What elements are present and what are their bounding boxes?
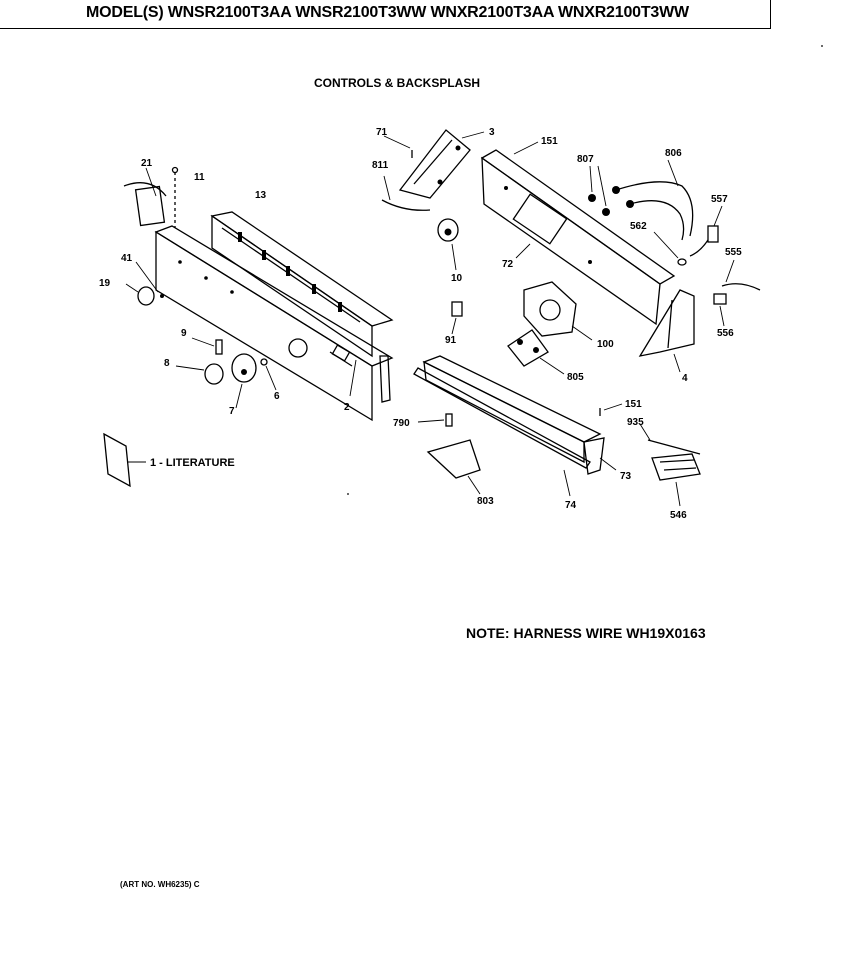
callout-41: 41 — [121, 253, 133, 264]
stray-mark — [821, 45, 823, 47]
part-790-clip — [417, 413, 453, 427]
model-list: MODEL(S) WNSR2100T3AA WNSR2100T3WW WNXR2… — [86, 4, 689, 21]
callout-10: 10 — [451, 273, 463, 284]
callout-literature: 1 - LITERATURE — [150, 457, 235, 469]
part-805-switch — [507, 329, 565, 375]
callout-151-top: 151 — [541, 136, 558, 147]
callout-71: 71 — [376, 127, 388, 138]
part-73-channel — [422, 355, 617, 475]
part-7-dial — [231, 353, 257, 409]
part-12-clip — [331, 344, 351, 362]
callout-3: 3 — [489, 127, 495, 138]
part-10-pressure-switch — [437, 218, 459, 271]
callout-72: 72 — [502, 259, 514, 270]
callout-805: 805 — [567, 372, 584, 383]
part-806-hose — [612, 159, 694, 241]
stray-mark — [347, 493, 349, 495]
part-807-grommet — [588, 165, 610, 216]
part-11-screw — [171, 166, 179, 228]
callout-807: 807 — [577, 154, 594, 165]
harness-note: NOTE: HARNESS WIRE WH19X0163 — [466, 625, 706, 641]
part-803-bracket — [426, 439, 481, 495]
header-frame: MODEL(S) WNSR2100T3AA WNSR2100T3WW WNXR2… — [0, 0, 771, 29]
callout-557: 557 — [711, 194, 728, 205]
callout-546: 546 — [670, 510, 687, 521]
part-3-bracket — [398, 129, 485, 199]
part-555-wire — [721, 259, 761, 291]
callout-7: 7 — [229, 406, 235, 417]
callout-803: 803 — [477, 496, 494, 507]
callout-74: 74 — [565, 500, 577, 511]
part-100-timer — [523, 281, 593, 341]
part-21-switch — [123, 167, 167, 227]
part-4-support — [638, 289, 695, 373]
part-72-backsplash — [480, 141, 676, 326]
part-562-clamp — [653, 231, 687, 266]
art-number: (ART NO. WH6235) C — [120, 880, 200, 889]
callout-562: 562 — [630, 221, 647, 232]
callout-4: 4 — [682, 373, 688, 384]
callout-811: 811 — [372, 160, 389, 171]
callout-11: 11 — [194, 172, 205, 183]
part-546-connector — [651, 453, 701, 507]
callout-555: 555 — [725, 247, 742, 258]
part-8-knob — [175, 363, 224, 385]
callout-9: 9 — [181, 328, 187, 339]
part-13-bracket — [210, 211, 394, 358]
part-2-end-cap — [349, 355, 391, 403]
part-71-screw — [383, 135, 413, 158]
callout-790: 790 — [393, 418, 410, 429]
callout-73: 73 — [620, 471, 632, 482]
callout-13: 13 — [255, 190, 267, 201]
part-557-valve — [689, 205, 723, 257]
part-811-hose — [381, 175, 431, 211]
callout-151-lower: 151 — [625, 399, 642, 410]
callout-100: 100 — [597, 339, 614, 350]
part-9-spring — [191, 337, 223, 355]
callout-19: 19 — [99, 278, 111, 289]
callout-6: 6 — [274, 391, 280, 402]
callout-806: 806 — [665, 148, 682, 159]
part-556-sensor — [713, 293, 727, 327]
callout-935: 935 — [627, 417, 644, 428]
callout-556: 556 — [717, 328, 734, 339]
part-91-clip — [451, 301, 463, 335]
callout-2: 2 — [344, 402, 350, 413]
section-title: CONTROLS & BACKSPLASH — [314, 76, 481, 90]
part-151-screw-lower — [599, 403, 623, 416]
callout-21: 21 — [141, 158, 153, 169]
part-1-literature — [103, 432, 146, 488]
part-19-knob — [125, 283, 155, 306]
part-41-spring — [135, 261, 164, 298]
part-935-wire — [639, 423, 701, 455]
callout-91: 91 — [445, 335, 457, 346]
part-74-trim — [413, 367, 591, 497]
part-6-washer — [260, 358, 277, 391]
callout-8: 8 — [164, 358, 170, 369]
